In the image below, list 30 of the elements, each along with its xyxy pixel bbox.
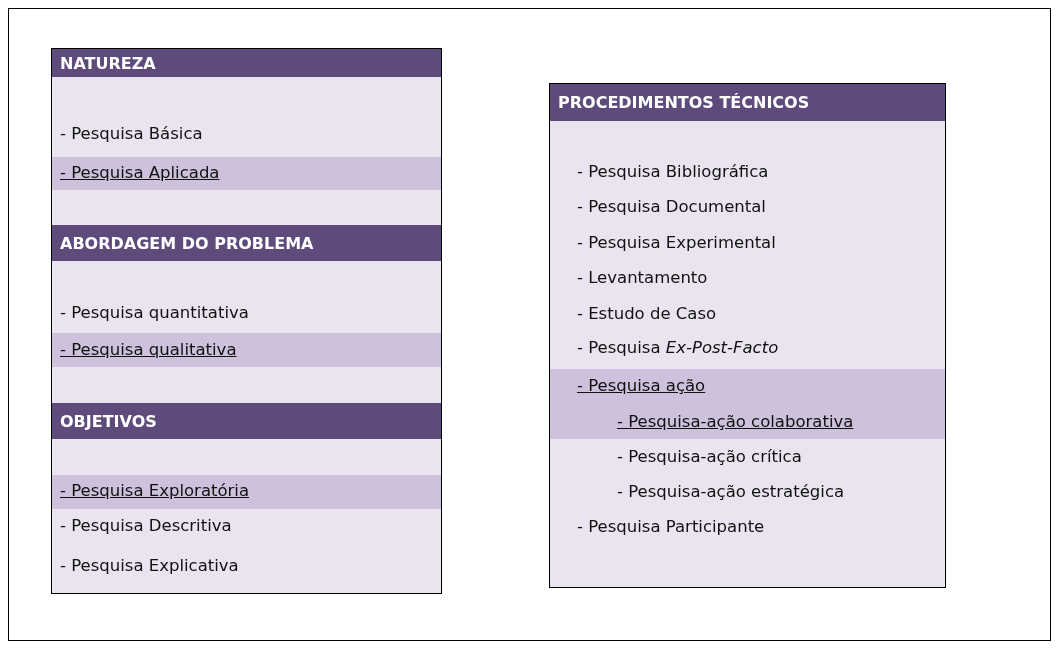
highlight-band bbox=[52, 475, 441, 509]
category-section bbox=[51, 225, 442, 403]
list-item: - Pesquisa Ex-Post-Facto bbox=[577, 337, 779, 359]
section-header: ABORDAGEM DO PROBLEMA bbox=[52, 225, 441, 261]
category-section bbox=[51, 403, 442, 594]
section-header: NATUREZA bbox=[52, 49, 441, 77]
section-header: OBJETIVOS bbox=[52, 403, 441, 439]
list-item: - Pesquisa Exploratória bbox=[60, 480, 250, 502]
highlight-band bbox=[52, 333, 441, 367]
category-panel bbox=[549, 83, 946, 588]
list-item: - Pesquisa-ação crítica bbox=[617, 446, 802, 468]
list-item: - Pesquisa-ação estratégica bbox=[617, 481, 845, 503]
list-item: - Pesquisa Básica bbox=[60, 123, 203, 145]
list-item: - Pesquisa Documental bbox=[577, 196, 766, 218]
list-item: - Pesquisa Explicativa bbox=[60, 555, 239, 577]
list-item: - Pesquisa Participante bbox=[577, 516, 765, 538]
list-item: - Pesquisa ação bbox=[577, 375, 706, 397]
list-item: - Pesquisa qualitativa bbox=[60, 339, 237, 361]
list-item: - Pesquisa Aplicada bbox=[60, 162, 220, 184]
list-item: - Pesquisa Experimental bbox=[577, 232, 776, 254]
category-section bbox=[51, 48, 442, 225]
list-item: - Pesquisa Bibliográfica bbox=[577, 161, 769, 183]
list-item: - Pesquisa-ação colaborativa bbox=[617, 411, 854, 433]
section-header: PROCEDIMENTOS TÉCNICOS bbox=[550, 84, 945, 121]
list-item: - Pesquisa Descritiva bbox=[60, 515, 232, 537]
list-item: - Estudo de Caso bbox=[577, 303, 717, 325]
highlight-band bbox=[550, 369, 945, 439]
list-item: - Pesquisa quantitativa bbox=[60, 302, 249, 324]
list-item: - Levantamento bbox=[577, 267, 708, 289]
highlight-band bbox=[52, 157, 441, 190]
